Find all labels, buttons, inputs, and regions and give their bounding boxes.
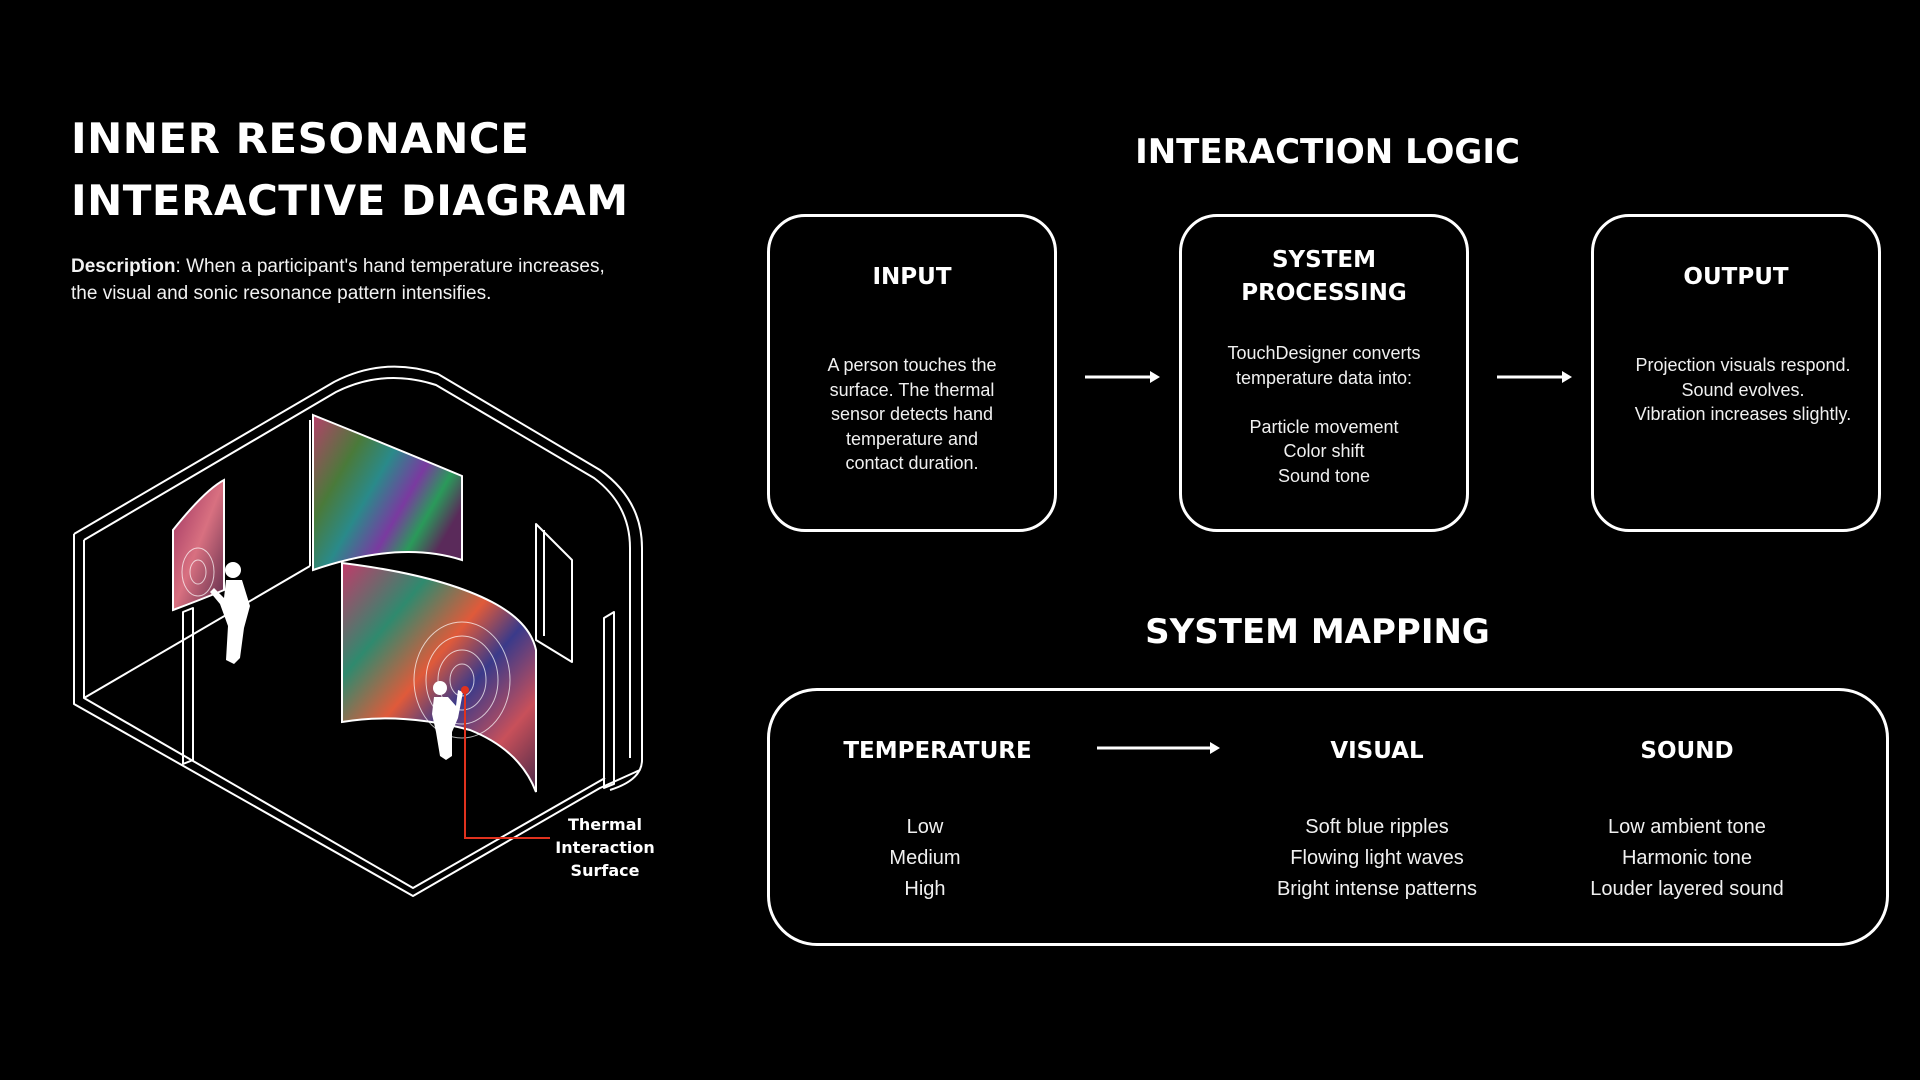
list-item: Bright intense patterns [1276,878,1478,900]
arrow-head-2 [1562,371,1572,383]
visual-list: Soft blue ripples Flowing light waves Br… [1257,812,1497,905]
list-item: High [904,878,946,900]
description-text: : When a participant's hand temperature … [71,256,605,304]
person-left [210,562,250,664]
processing-box: SYSTEM PROCESSING TouchDesigner converts… [1179,214,1469,532]
room-outline-top [73,365,643,791]
input-body: A person touches the surface. The therma… [827,355,997,473]
sound-list: Low ambient tone Harmonic tone Louder la… [1567,812,1807,905]
description-label: Description [71,256,176,277]
input-title: INPUT [872,264,952,290]
visual-title: VISUAL [1330,738,1424,764]
list-item: Flowing light waves [1290,847,1464,869]
front-screen [341,561,537,793]
room-inner-top [83,377,631,758]
description: Description: When a participant's hand t… [71,253,631,307]
list-item: Harmonic tone [1621,847,1753,869]
output-box: OUTPUT Projection visuals respond. Sound… [1591,214,1881,532]
interaction-logic-heading: INTERACTION LOGIC [1135,132,1520,172]
list-item: Medium [889,847,961,869]
sound-title: SOUND [1640,738,1734,764]
output-body: Projection visuals respond. Sound evolve… [1634,355,1852,424]
arrow-head-1 [1150,371,1160,383]
processing-body: TouchDesigner converts temperature data … [1227,343,1421,486]
list-item: Louder layered sound [1590,878,1784,900]
temperature-list: Low Medium High [830,812,1020,905]
arrow-head-3 [1210,742,1220,754]
list-item: Low [906,816,944,838]
left-column [182,607,194,765]
callout-line [464,690,550,839]
right-column [603,611,615,789]
left-screen [172,478,225,612]
room-inner-floor [83,540,606,889]
partition-wall [535,523,573,663]
system-mapping-heading: SYSTEM MAPPING [1145,612,1490,652]
back-screen [312,413,463,572]
page-title-line-2: INTERACTIVE DIAGRAM [71,176,629,225]
system-mapping-box: TEMPERATURE Low Medium High VISUAL Soft … [767,688,1889,946]
output-title: OUTPUT [1683,264,1789,290]
processing-title: SYSTEM PROCESSING [1241,247,1407,306]
page-title-line-1: INNER RESONANCE [71,114,530,163]
list-item: Soft blue ripples [1305,816,1449,838]
floor-line [83,565,311,699]
temperature-title: TEMPERATURE [843,738,1032,764]
thermal-callout-label: Thermal Interaction Surface [555,815,655,880]
person-right [432,681,463,760]
list-item: Low ambient tone [1608,816,1766,838]
input-box: INPUT A person touches the surface. The … [767,214,1057,532]
